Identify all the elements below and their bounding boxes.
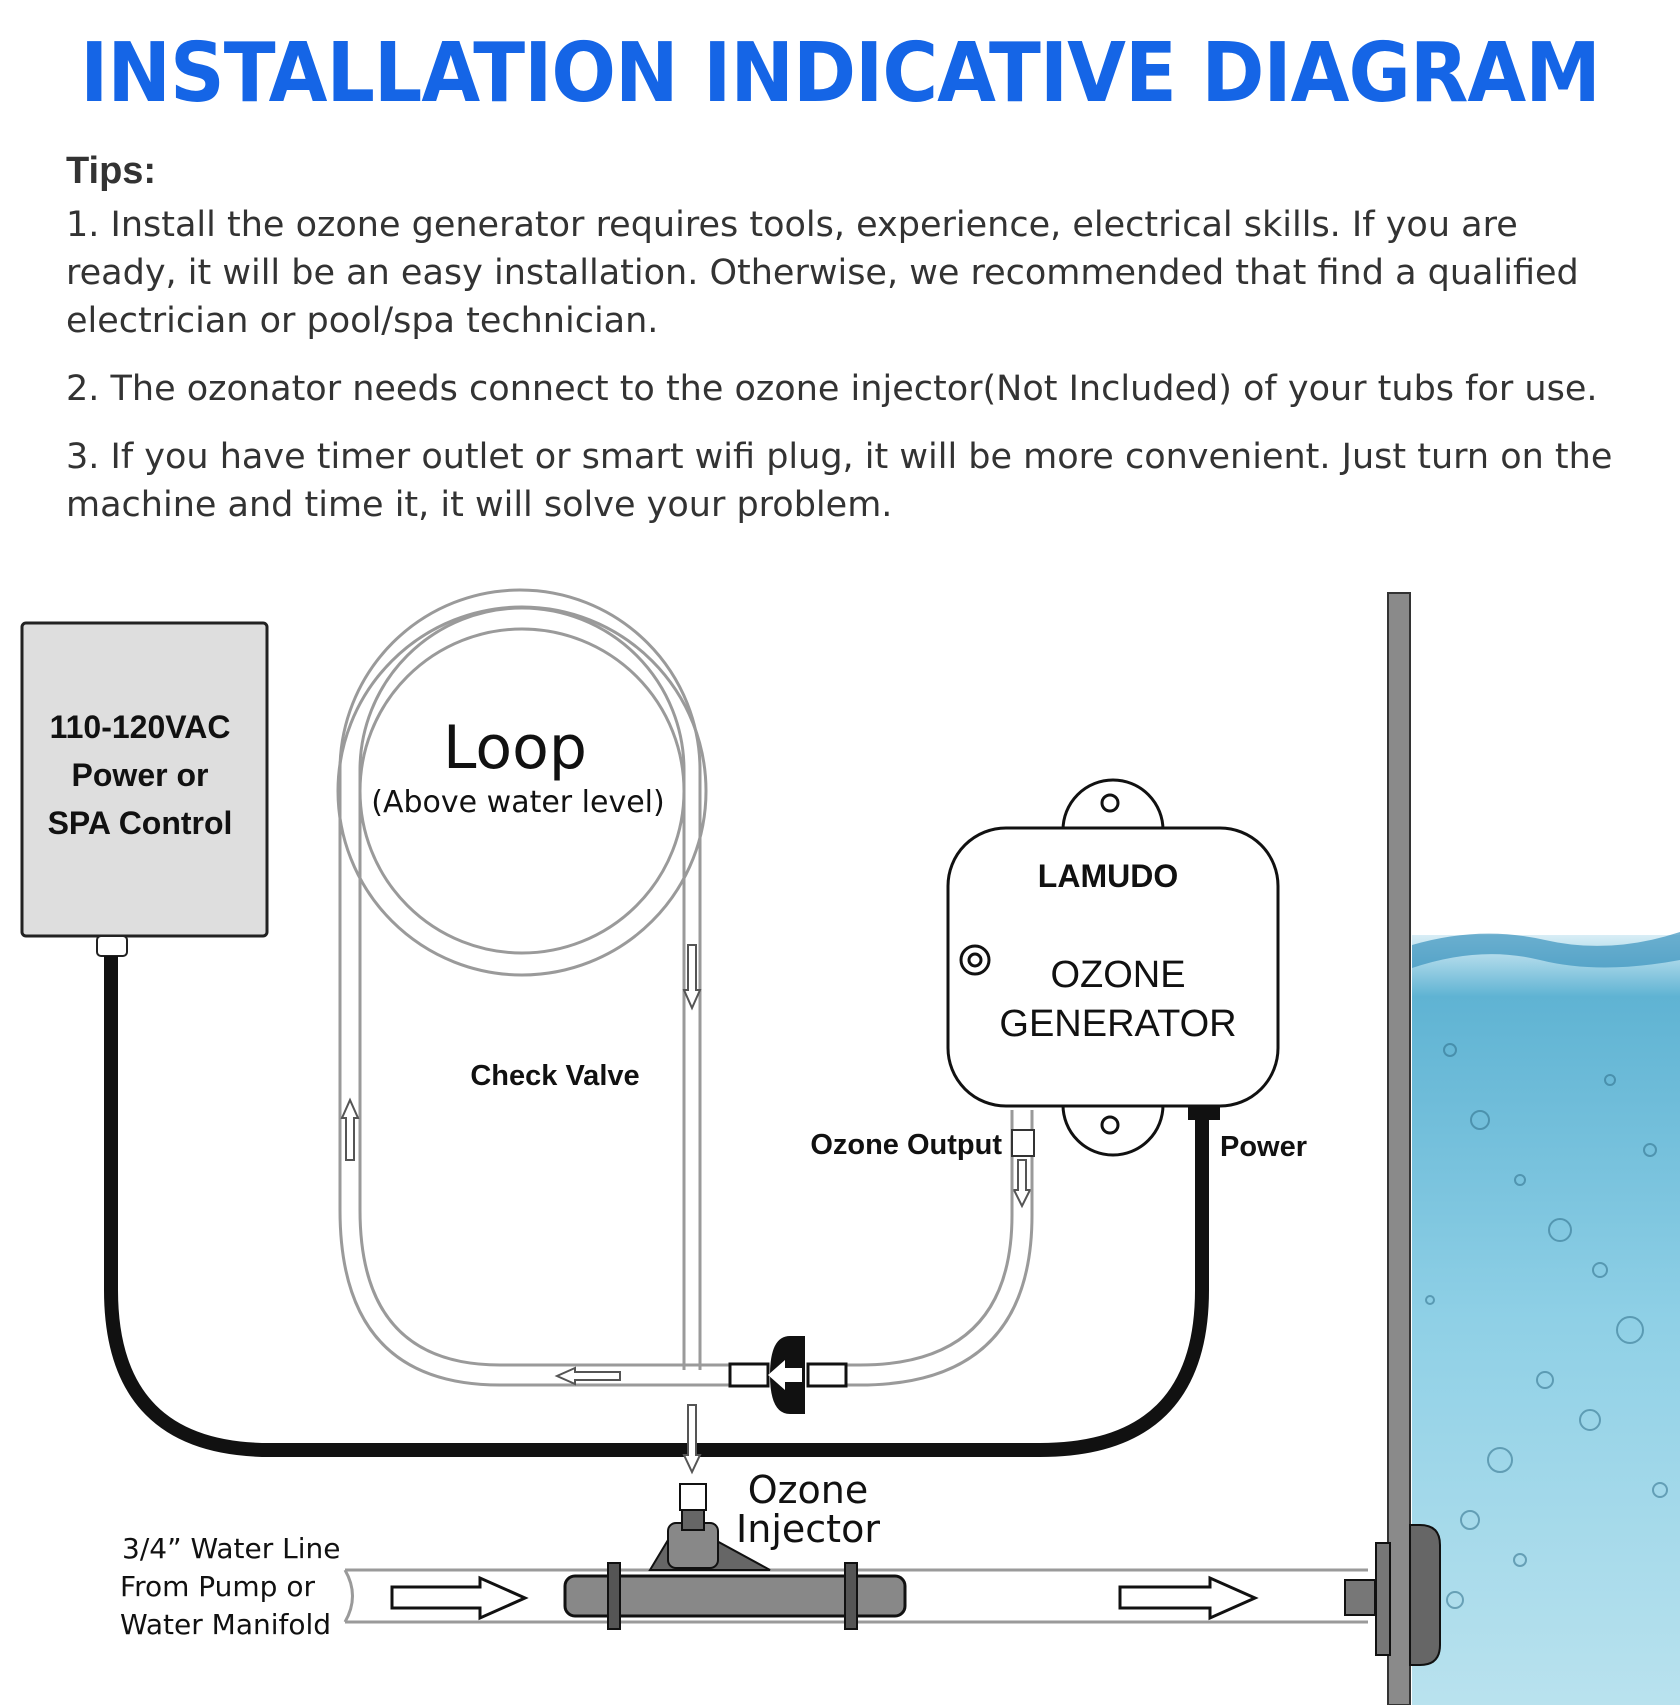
left-arrow-icon: [554, 1366, 621, 1386]
ozone-generator: LAMUDO OZONE GENERATOR: [946, 778, 1280, 1157]
wall-fitting: [1409, 1524, 1441, 1666]
power-box-plug: [96, 935, 128, 957]
loop-tubing: [336, 588, 730, 1387]
power-box-label: SPA Control: [48, 805, 233, 841]
up-arrow-icon: [340, 1097, 360, 1161]
right-arrow-icon: [390, 1575, 529, 1621]
injector-label: Injector: [736, 1507, 880, 1551]
generator-label: GENERATOR: [999, 1003, 1236, 1045]
power-box: 110-120VAC Power or SPA Control: [20, 621, 269, 957]
injector-label: Ozone: [748, 1468, 869, 1512]
page-title: INSTALLATION INDICATIVE DIAGRAM: [80, 24, 1601, 121]
tips-label: Tips:: [66, 150, 157, 192]
ozone-output-label: Ozone Output: [810, 1129, 1002, 1161]
water-tank: [1387, 592, 1680, 1705]
loop-title: Loop: [443, 713, 587, 783]
tank-wall: [1387, 592, 1411, 1705]
power-box-label: 110-120VAC: [50, 709, 231, 745]
down-arrow-icon: [682, 944, 702, 1011]
flow-arrows: [340, 944, 1032, 1475]
injector-fitting: [679, 1483, 707, 1511]
tips-section: Tips: 1. Install the ozone generator req…: [66, 150, 1636, 549]
check-valve: [728, 1336, 848, 1414]
indicator-light-icon: [959, 944, 991, 976]
power-cable-connector: [1188, 1106, 1220, 1120]
installation-diagram: 110-120VAC Power or SPA Control Check Va…: [20, 588, 1680, 1705]
generator-brand: LAMUDO: [1038, 858, 1178, 894]
tip-item: 1. Install the ozone generator requires …: [66, 205, 1579, 341]
water-surface: [1412, 932, 1680, 968]
down-arrow-icon: [1012, 1159, 1032, 1209]
power-box-label: Power or: [72, 757, 209, 793]
ozone-injector: [563, 1483, 907, 1630]
water-line-label: 3/4” Water Line: [122, 1532, 341, 1565]
right-arrow-icon: [1118, 1575, 1259, 1621]
power-cable: [104, 956, 1209, 1457]
bubbles: [1425, 1043, 1668, 1609]
wall-fitting: [1375, 1542, 1391, 1656]
ozone-output-tube: [820, 1110, 1034, 1387]
left-arrow-icon: [768, 1360, 802, 1390]
down-arrow-icon: [682, 1404, 702, 1475]
water-line-label: Water Manifold: [120, 1608, 331, 1641]
wall-fitting: [1344, 1579, 1376, 1616]
tip-item: 2. The ozonator needs connect to the ozo…: [66, 369, 1598, 409]
water-line-label: From Pump or: [120, 1570, 315, 1603]
power-label: Power: [1220, 1131, 1307, 1163]
ozone-output-fitting: [1011, 1129, 1035, 1157]
check-valve-label: Check Valve: [470, 1060, 639, 1092]
tip-item: 3. If you have timer outlet or smart wif…: [66, 437, 1613, 525]
loop-subtitle: (Above water level): [371, 785, 664, 820]
generator-label: OZONE: [1050, 954, 1185, 996]
water-body: [1412, 935, 1680, 1705]
